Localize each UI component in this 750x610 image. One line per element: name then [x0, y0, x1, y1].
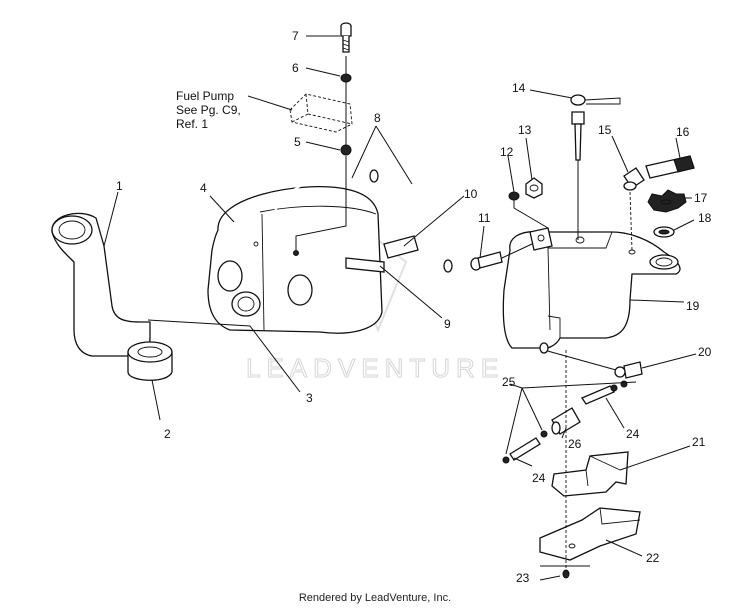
callout-20: 20 [698, 345, 712, 359]
part-21-bracket [551, 451, 629, 497]
part-24-hose-lower [502, 437, 541, 464]
callout-12: 12 [500, 145, 514, 159]
part-4-tank [207, 186, 419, 334]
callout-3: 3 [306, 391, 313, 405]
watermark-text: LEADVENTURE [246, 353, 504, 383]
callout-21: 21 [692, 435, 706, 449]
part-22-plate [539, 507, 641, 561]
callout-22: 22 [646, 551, 660, 565]
fuel-pump-note-line-2: See Pg. C9, [176, 103, 241, 117]
callout-9: 9 [444, 317, 451, 331]
callout-4: 4 [200, 181, 207, 195]
callout-23: 23 [516, 571, 530, 585]
part-23-fastener [540, 565, 590, 579]
part-15-elbow [623, 167, 645, 251]
part-2-cap [127, 341, 173, 381]
part-20-fitting [539, 342, 643, 379]
part-18-gasket [653, 226, 675, 238]
part-19-reservoir [502, 227, 681, 350]
part-5-grommet [340, 144, 352, 156]
callout-19: 19 [686, 299, 700, 313]
callouts: 1 2 3 4 5 6 7 8 9 10 11 12 13 14 15 16 1… [116, 29, 712, 585]
part-1-filler-neck [51, 212, 151, 357]
callout-13: 13 [518, 123, 532, 137]
callout-25: 25 [502, 375, 516, 389]
callout-2: 2 [164, 427, 171, 441]
callout-18: 18 [698, 211, 712, 225]
callout-5: 5 [294, 135, 301, 149]
part-7-bolt [340, 22, 352, 53]
callout-14: 14 [512, 81, 526, 95]
part-17-cap [647, 189, 687, 213]
callout-8: 8 [374, 111, 381, 125]
leader-lines [103, 35, 697, 581]
callout-24-upper: 24 [626, 427, 640, 441]
callout-17: 17 [694, 191, 708, 205]
callout-11: 11 [478, 211, 491, 225]
footer-credit: Rendered by LeadVenture, Inc. [298, 592, 452, 604]
callout-24-lower: 24 [532, 471, 546, 485]
fuel-pump-note: Fuel Pump See Pg. C9, Ref. 1 [176, 89, 241, 131]
part-8-fuel-lines [269, 169, 453, 273]
part-11-bolt [470, 243, 533, 271]
part-6-nut [340, 73, 352, 83]
part-13-nut [525, 177, 543, 199]
part-14-sender [570, 94, 621, 240]
callout-10: 10 [464, 187, 478, 201]
callout-6: 6 [292, 61, 299, 75]
callout-26: 26 [568, 437, 582, 451]
callout-15: 15 [598, 123, 612, 137]
fuel-pump-note-line-1: Fuel Pump [176, 89, 234, 103]
part-16-hose [645, 155, 695, 179]
callout-16: 16 [676, 125, 690, 139]
fuel-pump-ref [289, 93, 353, 133]
callout-7: 7 [292, 29, 299, 43]
fuel-pump-note-line-3: Ref. 1 [176, 117, 208, 131]
watermark: LEADVENTURE [246, 238, 504, 384]
callout-1: 1 [116, 179, 123, 193]
part-12-washer [508, 191, 520, 201]
part-26-filter [540, 407, 581, 438]
